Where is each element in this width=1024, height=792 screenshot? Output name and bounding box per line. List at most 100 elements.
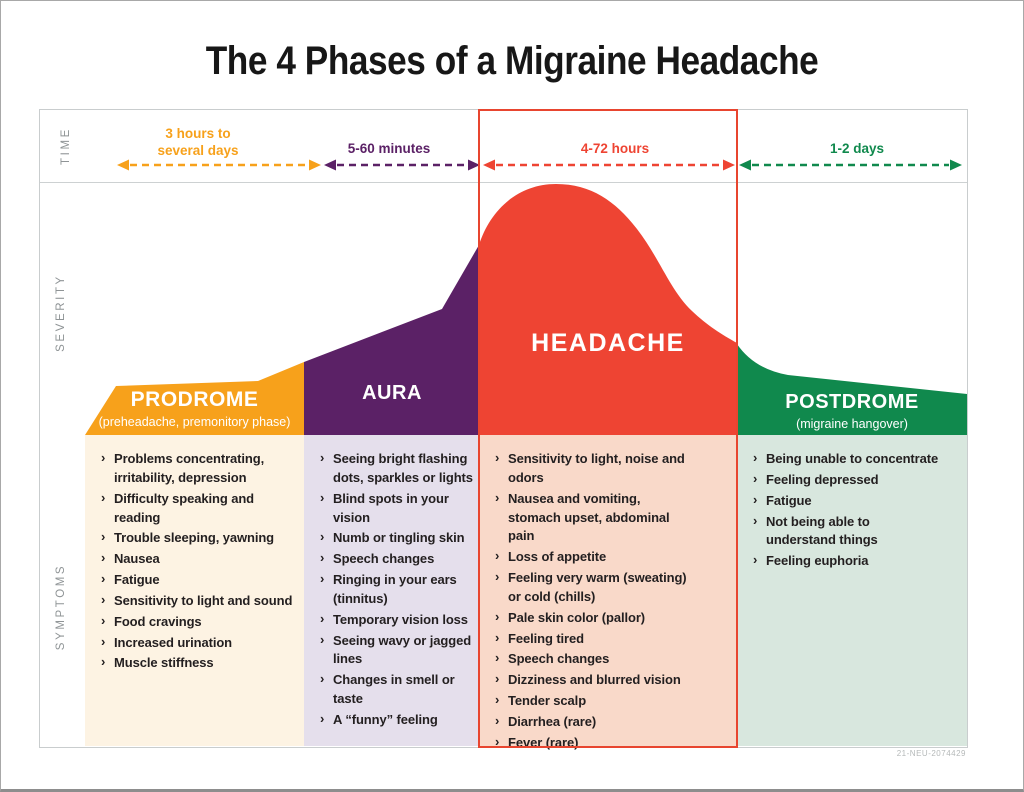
symptom-text: Difficulty speaking and reading: [114, 490, 255, 525]
chevron-bullet-icon: ›: [495, 629, 500, 645]
chevron-bullet-icon: ›: [495, 733, 500, 749]
prodrome-arrow: [117, 159, 321, 171]
symptom-item: ›Muscle stiffness: [101, 654, 298, 673]
arrowhead-right-icon: [468, 159, 480, 171]
symptom-item: ›Temporary vision loss: [320, 611, 474, 630]
time-severity-divider: [40, 182, 967, 183]
chevron-bullet-icon: ›: [101, 450, 106, 465]
chevron-bullet-icon: ›: [101, 489, 106, 505]
chevron-bullet-icon: ›: [495, 450, 500, 465]
chevron-bullet-icon: ›: [320, 489, 325, 505]
chevron-bullet-icon: ›: [320, 610, 325, 626]
prodrome-subtitle: (preheadache, premonitory phase): [98, 415, 291, 430]
symptom-text: Being unable to concentrate: [766, 451, 939, 466]
symptom-item: › Loss of appetite: [495, 548, 691, 567]
symptom-item: › Numb or tingling skin: [320, 529, 474, 548]
symptom-item: › Changes in smell or taste: [320, 671, 474, 709]
symptom-item: ›Fatigue: [101, 571, 298, 590]
symptom-text: Ringing in your ears (tinnitus): [333, 572, 457, 606]
symptom-item: ›Dizziness and blurred vision: [495, 671, 691, 690]
postdrome-area: [737, 344, 967, 435]
headache-name: HEADACHE: [531, 329, 685, 357]
symptom-text: Diarrhea (rare): [508, 713, 597, 729]
symptom-item: › Nausea and vomiting, stomach upset, abd…: [495, 490, 691, 547]
chevron-bullet-icon: ›: [101, 529, 106, 545]
symptom-text: Fatigue: [766, 492, 812, 508]
prodrome-area: [85, 362, 304, 435]
symptom-text: Not being able to understand things: [766, 513, 878, 548]
duration-prodrome: 3 hours to several days: [157, 126, 239, 158]
symptom-item: › Food cravings: [101, 613, 298, 632]
chevron-bullet-icon: ›: [320, 529, 325, 545]
job-code: 21-NEU-2074429: [896, 749, 966, 758]
symptom-text: Seeing wavy or jagged lines: [333, 632, 472, 667]
symptom-item: › Fatigue: [753, 492, 943, 511]
symptom-item: ›Feeling euphoria: [753, 552, 943, 571]
chevron-bullet-icon: ›: [495, 489, 500, 505]
symptom-text: Dizziness and blurred vision: [508, 672, 681, 688]
chevron-bullet-icon: ›: [753, 470, 758, 486]
symptom-item: › Feeling depressed: [753, 471, 943, 490]
arrowhead-left-icon: [117, 159, 129, 171]
headache-symptom-list: › Sensitivity to light, noise and odors › N…: [479, 450, 737, 753]
symptom-item: ›Seeing wavy or jagged lines: [320, 632, 474, 670]
prodrome-symptoms-column: ›Problems concentrating, irritability, d…: [85, 435, 304, 746]
symptom-item: ›Trouble sleeping, yawning: [101, 529, 298, 548]
page-title: The 4 Phases of a Migraine Headache: [205, 39, 819, 83]
symptom-text: Sensitivity to light, noise and odors: [508, 451, 685, 485]
chevron-bullet-icon: ›: [753, 512, 758, 528]
arrowhead-right-icon: [723, 159, 735, 171]
prodrome-label: PRODROME (preheadache, premonitory phase…: [85, 388, 304, 430]
headache-area: [479, 184, 737, 435]
postdrome-arrow: [739, 159, 962, 171]
symptom-item: ›Speech changes: [495, 650, 691, 669]
chevron-bullet-icon: ›: [753, 491, 758, 507]
chevron-bullet-icon: ›: [101, 612, 106, 628]
symptom-text: Changes in smell or taste: [333, 672, 455, 707]
chevron-bullet-icon: ›: [320, 671, 325, 687]
symptom-text: Food cravings: [114, 613, 202, 629]
symptom-text: Nausea and vomiting, stomach upset, abdo…: [508, 490, 670, 544]
aura-name: AURA: [362, 382, 422, 404]
symptom-item: › Pale skin color (pallor): [495, 609, 691, 628]
symptom-text: Muscle stiffness: [114, 655, 214, 671]
postdrome-subtitle: (migraine hangover): [796, 417, 908, 431]
symptom-item: ›Feeling tired: [495, 630, 691, 649]
chevron-bullet-icon: ›: [495, 569, 500, 585]
symptom-item: ›Speech changes: [320, 550, 474, 569]
symptom-text: Feeling depressed: [766, 471, 879, 487]
symptom-item: ›Nausea: [101, 550, 298, 569]
aura-symptoms-column: › Seeing bright flashing dots, sparkles o…: [304, 435, 480, 746]
symptom-text: A “funny” feeling: [333, 711, 438, 727]
chart-frame: TIME 3 hours to several days 5-60 minute…: [39, 109, 968, 750]
chevron-bullet-icon: ›: [320, 550, 325, 566]
symptom-item: › Blind spots in your vision: [320, 490, 474, 528]
postdrome-label: POSTDROME (migraine hangover): [737, 391, 967, 431]
headache-arrow: [483, 159, 735, 171]
symptom-item: ›Ringing in your ears (tinnitus): [320, 571, 474, 609]
symptom-text: Pale skin color (pallor): [508, 609, 646, 625]
symptom-text: Loss of appetite: [508, 549, 607, 565]
symptom-text: Feeling euphoria: [766, 553, 869, 569]
prodrome-symptom-list: ›Problems concentrating, irritability, d…: [85, 450, 304, 673]
chevron-bullet-icon: ›: [495, 608, 500, 624]
prodrome-name: PRODROME: [130, 388, 259, 411]
arrowhead-left-icon: [483, 159, 495, 171]
symptom-text: Blind spots in your vision: [333, 490, 449, 525]
symptom-text: Seeing bright flashing dots, sparkles or…: [333, 451, 473, 485]
chevron-bullet-icon: ›: [101, 550, 106, 566]
symptom-text: Numb or tingling skin: [333, 530, 465, 546]
chevron-bullet-icon: ›: [495, 712, 500, 728]
time-arrows: [117, 159, 962, 171]
arrowhead-right-icon: [309, 159, 321, 171]
chevron-bullet-icon: ›: [495, 548, 500, 564]
symptom-item: › Difficulty speaking and reading: [101, 490, 298, 528]
symptom-item: ›Tender scalp: [495, 692, 691, 711]
headache-symptoms-column: › Sensitivity to light, noise and odors › N…: [479, 435, 737, 750]
symptoms-axis-label: SYMPTOMS: [55, 563, 67, 651]
symptom-text: Sensitivity to light and sound: [114, 592, 293, 608]
symptom-item: ›Increased urination: [101, 634, 298, 653]
symptom-text: Speech changes: [508, 651, 610, 667]
chevron-bullet-icon: ›: [320, 710, 325, 726]
